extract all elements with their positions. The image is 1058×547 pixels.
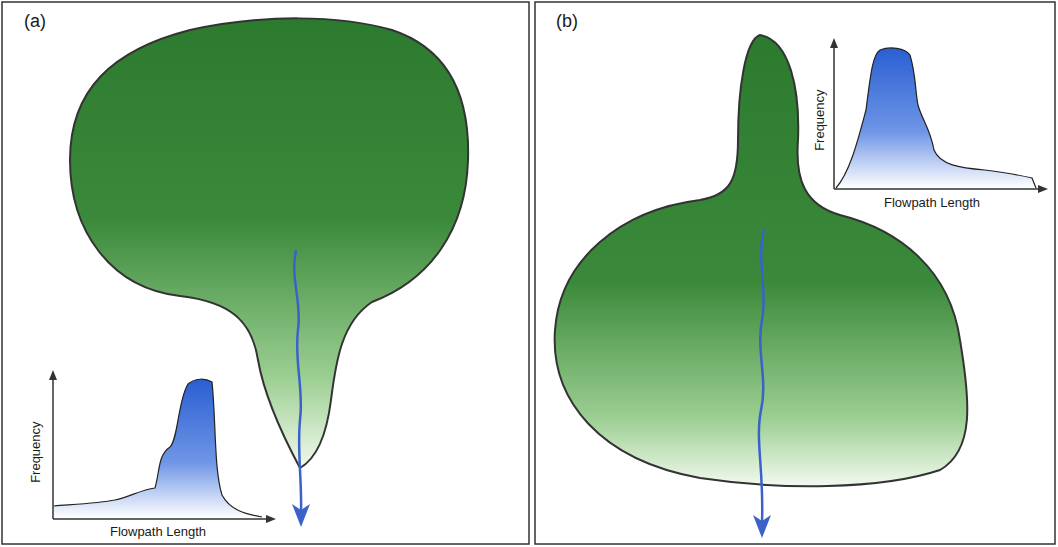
panel-frame xyxy=(2,2,529,544)
catchment-outline xyxy=(70,18,468,468)
axis-label: Frequency xyxy=(29,421,43,482)
histogram-outline xyxy=(836,48,1036,188)
histogram-outline xyxy=(54,379,262,517)
river-channel xyxy=(294,250,301,512)
axis-label: Flowpath Length xyxy=(110,525,206,539)
panel-label: (a) xyxy=(24,12,46,32)
flowpath-histogram xyxy=(54,379,262,518)
outlet-arrowhead xyxy=(753,515,771,538)
panel-label: (b) xyxy=(556,12,578,32)
outlet-arrowhead xyxy=(292,504,310,527)
chart-axes xyxy=(834,46,1040,189)
axis-arrowheads xyxy=(830,38,1048,193)
river-channel xyxy=(759,230,764,522)
flowpath-histogram xyxy=(836,48,1036,188)
panel-frame xyxy=(535,2,1055,544)
axis-label: Frequency xyxy=(813,89,827,150)
axis-arrowheads xyxy=(49,370,276,523)
axis-label: Flowpath Length xyxy=(884,196,980,210)
chart-axes xyxy=(53,378,268,519)
